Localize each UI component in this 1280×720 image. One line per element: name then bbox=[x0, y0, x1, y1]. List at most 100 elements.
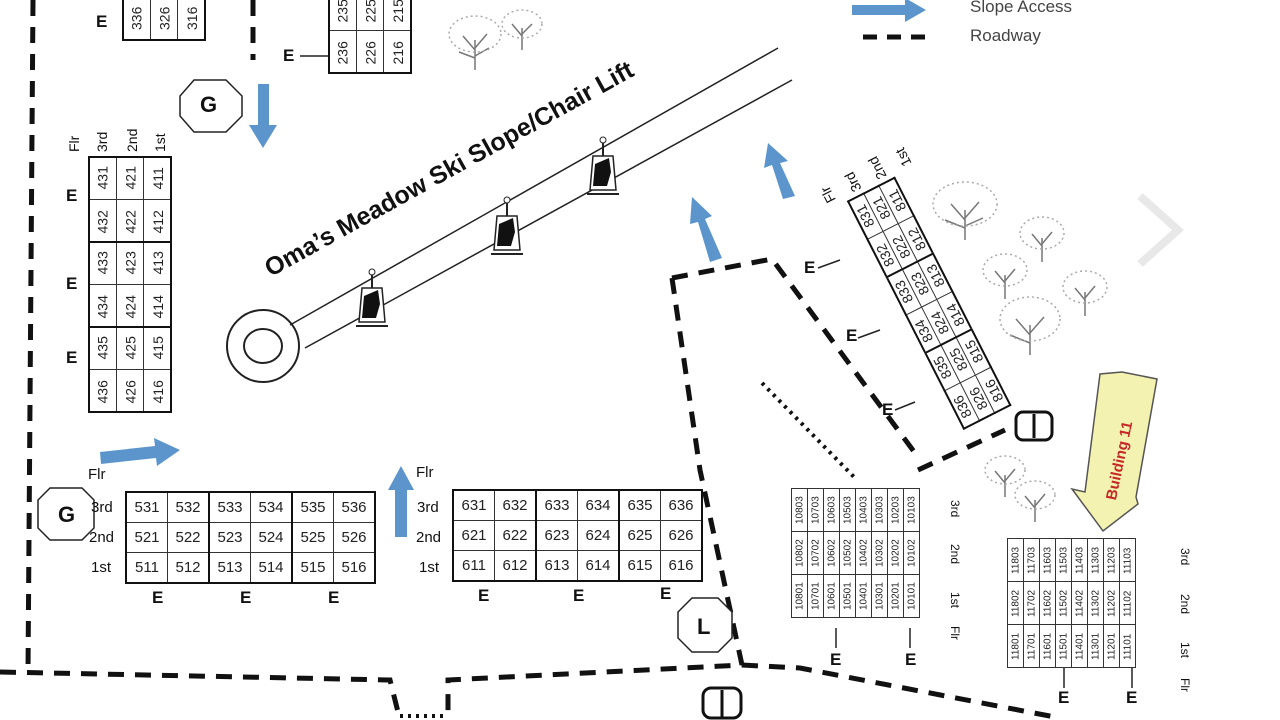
unit-cell[interactable]: 535 bbox=[291, 491, 334, 523]
unit-cell[interactable]: 11703 bbox=[1023, 538, 1040, 582]
unit-cell[interactable]: 10103 bbox=[903, 488, 920, 532]
unit-cell[interactable]: 11202 bbox=[1103, 581, 1120, 625]
unit-cell[interactable]: 526 bbox=[333, 522, 376, 553]
unit-cell[interactable]: 532 bbox=[167, 491, 210, 523]
unit-cell[interactable]: 415 bbox=[143, 327, 171, 370]
unit-cell[interactable]: 414 bbox=[143, 284, 171, 327]
unit-cell[interactable]: 11602 bbox=[1039, 581, 1056, 625]
unit-cell[interactable]: 516 bbox=[333, 552, 376, 584]
chevron-right-icon[interactable] bbox=[1137, 193, 1184, 267]
unit-cell[interactable]: 424 bbox=[116, 284, 144, 327]
unit-cell[interactable]: 513 bbox=[208, 552, 251, 584]
unit-cell[interactable]: 11101 bbox=[1119, 624, 1136, 668]
unit-cell[interactable]: 621 bbox=[452, 520, 495, 551]
unit-cell[interactable]: 11702 bbox=[1023, 581, 1040, 625]
unit-cell[interactable]: 10403 bbox=[855, 488, 872, 532]
unit-cell[interactable]: 432 bbox=[89, 199, 117, 242]
unit-cell[interactable]: 225 bbox=[356, 0, 384, 31]
unit-cell[interactable]: 436 bbox=[89, 369, 117, 412]
unit-cell[interactable]: 236 bbox=[329, 30, 357, 73]
unit-cell[interactable]: 11403 bbox=[1071, 538, 1088, 582]
unit-cell[interactable]: 11203 bbox=[1103, 538, 1120, 582]
unit-cell[interactable]: 613 bbox=[535, 550, 578, 582]
unit-cell[interactable]: 614 bbox=[577, 550, 620, 582]
unit-cell[interactable]: 10701 bbox=[807, 574, 824, 618]
unit-cell[interactable]: 316 bbox=[177, 0, 205, 40]
unit-cell[interactable]: 636 bbox=[660, 489, 703, 521]
unit-cell[interactable]: 626 bbox=[660, 520, 703, 551]
unit-cell[interactable]: 11701 bbox=[1023, 624, 1040, 668]
unit-cell[interactable]: 521 bbox=[125, 522, 168, 553]
unit-cell[interactable]: 215 bbox=[383, 0, 411, 31]
unit-cell[interactable]: 10202 bbox=[887, 531, 904, 575]
unit-cell[interactable]: 531 bbox=[125, 491, 168, 523]
unit-cell[interactable]: 10303 bbox=[871, 488, 888, 532]
unit-cell[interactable]: 11501 bbox=[1055, 624, 1072, 668]
unit-cell[interactable]: 611 bbox=[452, 550, 495, 582]
unit-cell[interactable]: 10302 bbox=[871, 531, 888, 575]
unit-cell[interactable]: 524 bbox=[250, 522, 293, 553]
unit-cell[interactable]: 426 bbox=[116, 369, 144, 412]
unit-cell[interactable]: 10501 bbox=[839, 574, 856, 618]
unit-cell[interactable]: 422 bbox=[116, 199, 144, 242]
unit-cell[interactable]: 10703 bbox=[807, 488, 824, 532]
unit-cell[interactable]: 10802 bbox=[791, 531, 808, 575]
unit-cell[interactable]: 631 bbox=[452, 489, 495, 521]
unit-cell[interactable]: 11401 bbox=[1071, 624, 1088, 668]
unit-cell[interactable]: 10603 bbox=[823, 488, 840, 532]
unit-cell[interactable]: 11102 bbox=[1119, 581, 1136, 625]
unit-cell[interactable]: 433 bbox=[89, 242, 117, 285]
unit-cell[interactable]: 522 bbox=[167, 522, 210, 553]
unit-cell[interactable]: 425 bbox=[116, 327, 144, 370]
unit-cell[interactable]: 612 bbox=[494, 550, 537, 582]
unit-cell[interactable]: 632 bbox=[494, 489, 537, 521]
unit-cell[interactable]: 525 bbox=[291, 522, 334, 553]
unit-cell[interactable]: 514 bbox=[250, 552, 293, 584]
unit-cell[interactable]: 10301 bbox=[871, 574, 888, 618]
unit-cell[interactable]: 533 bbox=[208, 491, 251, 523]
unit-cell[interactable]: 615 bbox=[618, 550, 661, 582]
unit-cell[interactable]: 416 bbox=[143, 369, 171, 412]
unit-cell[interactable]: 226 bbox=[356, 30, 384, 73]
unit-cell[interactable]: 413 bbox=[143, 242, 171, 285]
unit-cell[interactable]: 11302 bbox=[1087, 581, 1104, 625]
unit-cell[interactable]: 423 bbox=[116, 242, 144, 285]
unit-cell[interactable]: 622 bbox=[494, 520, 537, 551]
unit-cell[interactable]: 11502 bbox=[1055, 581, 1072, 625]
unit-cell[interactable]: 10503 bbox=[839, 488, 856, 532]
unit-cell[interactable]: 326 bbox=[150, 0, 178, 40]
unit-cell[interactable]: 216 bbox=[383, 30, 411, 73]
unit-cell[interactable]: 10801 bbox=[791, 574, 808, 618]
unit-cell[interactable]: 11802 bbox=[1007, 581, 1024, 625]
unit-cell[interactable]: 10203 bbox=[887, 488, 904, 532]
unit-cell[interactable]: 10401 bbox=[855, 574, 872, 618]
unit-cell[interactable]: 10502 bbox=[839, 531, 856, 575]
unit-cell[interactable]: 434 bbox=[89, 284, 117, 327]
unit-cell[interactable]: 616 bbox=[660, 550, 703, 582]
unit-cell[interactable]: 11301 bbox=[1087, 624, 1104, 668]
unit-cell[interactable]: 11402 bbox=[1071, 581, 1088, 625]
unit-cell[interactable]: 11803 bbox=[1007, 538, 1024, 582]
unit-cell[interactable]: 11303 bbox=[1087, 538, 1104, 582]
unit-cell[interactable]: 511 bbox=[125, 552, 168, 584]
unit-cell[interactable]: 10201 bbox=[887, 574, 904, 618]
unit-cell[interactable]: 235 bbox=[329, 0, 357, 31]
unit-cell[interactable]: 10702 bbox=[807, 531, 824, 575]
unit-cell[interactable]: 412 bbox=[143, 199, 171, 242]
unit-cell[interactable]: 11801 bbox=[1007, 624, 1024, 668]
unit-cell[interactable]: 634 bbox=[577, 489, 620, 521]
unit-cell[interactable]: 512 bbox=[167, 552, 210, 584]
unit-cell[interactable]: 633 bbox=[535, 489, 578, 521]
unit-cell[interactable]: 625 bbox=[618, 520, 661, 551]
unit-cell[interactable]: 336 bbox=[123, 0, 151, 40]
unit-cell[interactable]: 10102 bbox=[903, 531, 920, 575]
unit-cell[interactable]: 11103 bbox=[1119, 538, 1136, 582]
unit-cell[interactable]: 10601 bbox=[823, 574, 840, 618]
unit-cell[interactable]: 635 bbox=[618, 489, 661, 521]
unit-cell[interactable]: 10101 bbox=[903, 574, 920, 618]
unit-cell[interactable]: 431 bbox=[89, 157, 117, 200]
unit-cell[interactable]: 523 bbox=[208, 522, 251, 553]
unit-cell[interactable]: 435 bbox=[89, 327, 117, 370]
unit-cell[interactable]: 11603 bbox=[1039, 538, 1056, 582]
unit-cell[interactable]: 11503 bbox=[1055, 538, 1072, 582]
